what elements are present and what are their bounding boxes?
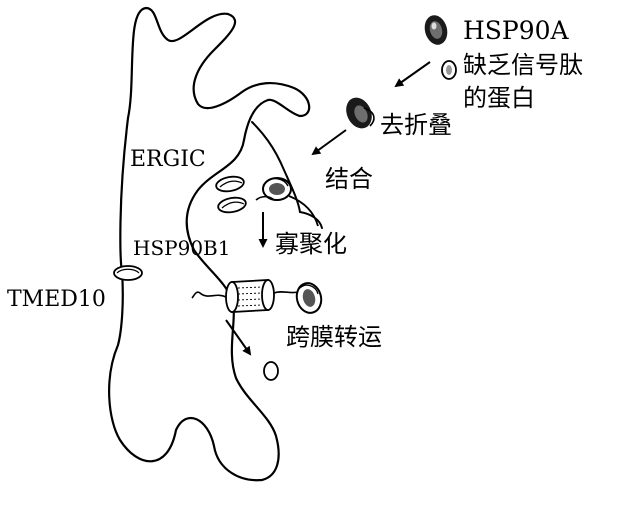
translocated-chain-left (192, 292, 226, 298)
oligomerization-label: 寡聚化 (275, 230, 347, 258)
arrow-to-unfolding (396, 62, 430, 86)
ergic-label: ERGIC (130, 147, 206, 172)
released-protein (264, 362, 278, 380)
lacks-signal-peptide-label-line2: 的蛋白 (463, 84, 535, 112)
translocation-channel (226, 280, 274, 312)
translocated-chain-right (274, 292, 298, 293)
tmed10-channel (114, 266, 142, 280)
hsp90b1-label: HSP90B1 (133, 236, 230, 260)
arrow-into-lumen (226, 320, 250, 354)
hsp90a-label: HSP90A (463, 16, 570, 45)
lacks-signal-peptide-label-line1: 缺乏信号肽 (463, 51, 583, 79)
client-tail (289, 196, 318, 226)
arrow-to-binding (313, 130, 346, 154)
hsp90b1-dimer (215, 175, 247, 215)
unfolding-complex (341, 93, 376, 132)
signal-peptide-lacking-protein (442, 61, 456, 79)
unfolding-label: 去折叠 (380, 111, 452, 139)
bound-client-complex (256, 178, 291, 200)
hsp90a-protein (421, 13, 450, 48)
tmed10-label: TMED10 (7, 287, 106, 312)
translocated-client (294, 280, 325, 315)
translocation-label: 跨膜转运 (286, 323, 382, 351)
binding-label: 结合 (325, 165, 373, 193)
